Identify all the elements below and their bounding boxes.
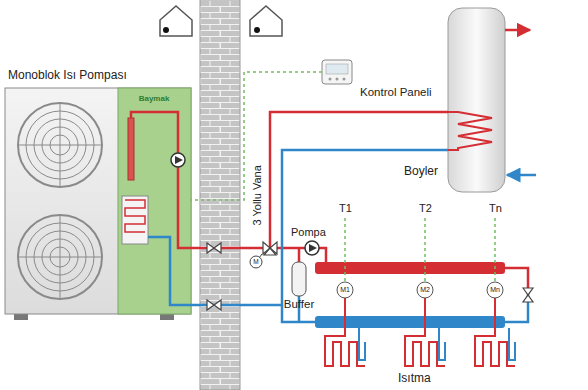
node-label: Kontrol Paneli xyxy=(360,86,432,99)
pipe xyxy=(191,112,448,248)
control-panel-icon xyxy=(322,60,352,84)
valve-motor xyxy=(250,256,262,268)
fan-grille xyxy=(18,215,102,299)
node-label: Monoblok Isı Pompası xyxy=(8,69,127,83)
floor-loop xyxy=(475,298,515,366)
part-label: Isıtma xyxy=(398,372,431,386)
part-label: M xyxy=(253,258,258,265)
fan-grille xyxy=(18,215,102,299)
part-label: T2 xyxy=(419,202,432,215)
pump-symbol xyxy=(305,241,319,255)
part-label: Pompa xyxy=(291,226,326,239)
floor-loop xyxy=(359,328,365,360)
floor-loop xyxy=(439,328,445,360)
return-manifold xyxy=(315,316,505,328)
boiler-tank xyxy=(448,8,536,192)
floor-loop xyxy=(325,298,365,366)
supply-manifold xyxy=(315,262,505,274)
pump-arrow xyxy=(309,244,317,252)
control-panel: Kontrol Paneli xyxy=(322,60,352,84)
part-label: T1 xyxy=(339,202,352,215)
pipe xyxy=(191,150,448,305)
part-label: 3 Yollu Vana xyxy=(251,165,264,225)
fan-grille xyxy=(18,103,102,187)
part-label: Baymak xyxy=(139,94,170,103)
buffer-tank xyxy=(292,262,306,296)
valve-symbol xyxy=(207,242,533,310)
buffer-tank: Buffer xyxy=(292,262,306,296)
floor-loop xyxy=(509,328,515,360)
fan-grille xyxy=(18,103,102,187)
brick-wall xyxy=(200,0,240,390)
sensor-wire xyxy=(345,218,495,282)
part-label: Tn xyxy=(489,202,502,215)
node-label: Buffer xyxy=(284,298,314,311)
heat-pump-unit xyxy=(5,88,191,320)
pipe xyxy=(270,248,528,322)
zone-valve xyxy=(337,282,503,298)
part-label: Mn xyxy=(490,286,500,294)
node-label: Boyler xyxy=(404,165,438,179)
house-dot xyxy=(163,27,169,33)
boiler: Boyler xyxy=(448,8,505,192)
floor-loop xyxy=(405,298,445,366)
floor-loop xyxy=(325,298,515,366)
part-label: M2 xyxy=(420,286,430,294)
heat-pump-unit: Monoblok Isı Pompası xyxy=(5,88,191,314)
house-dot xyxy=(254,27,260,33)
part-label: M1 xyxy=(340,286,350,294)
